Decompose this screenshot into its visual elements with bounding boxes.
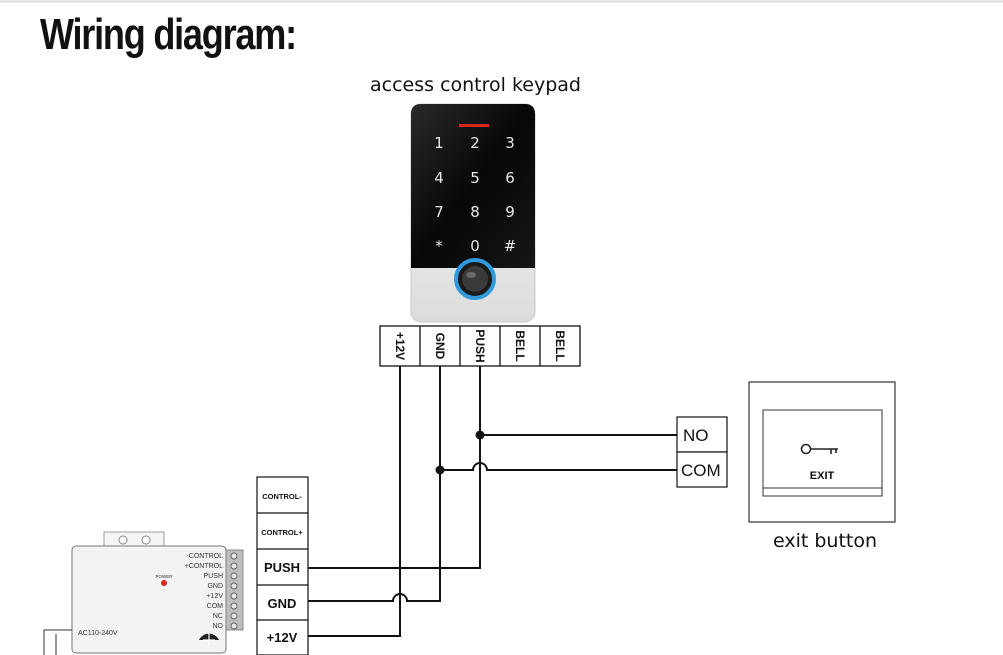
wire-gnd: [308, 366, 441, 602]
keypad-device: 1 2 3 4 5 6 7 8 9 * 0 #: [410, 103, 536, 323]
key-label: 1: [434, 134, 444, 152]
keypad-glass: [411, 104, 535, 268]
key-label: 4: [434, 169, 444, 187]
terminal-12v-label: +12V: [393, 332, 407, 360]
strip-label: +12V: [206, 593, 223, 600]
key-label: 8: [470, 203, 480, 221]
terminal-strip-labels: -CONTROL +CONTROL PUSH GND +12V COM NC N…: [185, 553, 224, 630]
terminal-bell-label: BELL: [513, 330, 527, 361]
fuse-icon: [199, 632, 219, 645]
exit-button-device: EXIT: [748, 381, 896, 523]
terminal-gnd-label: GND: [268, 596, 297, 611]
terminal-push-label: PUSH: [473, 329, 487, 362]
strip-label: +CONTROL: [185, 563, 223, 570]
key-label: 2: [470, 134, 480, 152]
fingerprint-sensor-icon: [454, 258, 496, 300]
key-label: 6: [505, 169, 515, 187]
wire-push: [308, 366, 481, 569]
power-label: POWER: [155, 574, 173, 579]
junction-dot: [435, 465, 445, 475]
terminal-bell-label: BELL: [553, 330, 567, 361]
exit-terminal-block: NO COM: [676, 416, 728, 488]
strip-label: NO: [213, 623, 224, 630]
key-icon: [800, 443, 838, 455]
key-label: 7: [434, 203, 444, 221]
input-voltage-label: AC110-240V: [78, 630, 118, 637]
wire-junctions: [435, 430, 485, 475]
key-label: 5: [470, 169, 480, 187]
terminal-12v-label: +12V: [267, 630, 298, 645]
strip-label: -CONTROL: [186, 553, 223, 560]
key-label: #: [504, 237, 517, 255]
terminal-control-minus-label: CONTROL-: [262, 492, 302, 501]
terminal-gnd-label: GND: [433, 333, 447, 360]
strip-label: NC: [213, 613, 223, 620]
key-label: *: [435, 237, 443, 255]
keypad-keys: 1 2 3 4 5 6 7 8 9 * 0 #: [434, 134, 516, 255]
strip-label: PUSH: [204, 573, 223, 580]
power-supply-unit: POWER AC110-240V -CONTROL +CONTROL PUSH …: [43, 531, 244, 655]
status-led: [459, 124, 489, 127]
terminal-control-plus-label: CONTROL+: [261, 528, 303, 537]
power-terminal-block: CONTROL- CONTROL+ PUSH GND +12V: [256, 476, 309, 655]
keypad-caption: access control keypad: [370, 74, 581, 96]
wires: [308, 366, 677, 637]
exit-label: EXIT: [810, 470, 835, 482]
exit-button-caption: exit button: [773, 530, 878, 552]
strip-label: COM: [207, 603, 224, 610]
terminal-screws: [230, 552, 238, 630]
terminal-no-label: NO: [683, 426, 709, 445]
wire-gnd-to-com: [440, 462, 677, 471]
junction-dot: [475, 430, 485, 440]
key-label: 0: [470, 237, 480, 255]
keypad-terminal-block: +12V GND PUSH BELL BELL: [379, 325, 581, 367]
key-label: 3: [505, 134, 515, 152]
key-label: 9: [505, 203, 515, 221]
wire-12v: [308, 366, 401, 637]
strip-label: GND: [207, 583, 223, 590]
page-title: Wiring diagram:: [40, 10, 297, 59]
power-led: [161, 580, 167, 586]
top-divider: [0, 0, 1003, 3]
terminal-com-label: COM: [681, 461, 721, 480]
terminal-push-label: PUSH: [264, 560, 300, 575]
